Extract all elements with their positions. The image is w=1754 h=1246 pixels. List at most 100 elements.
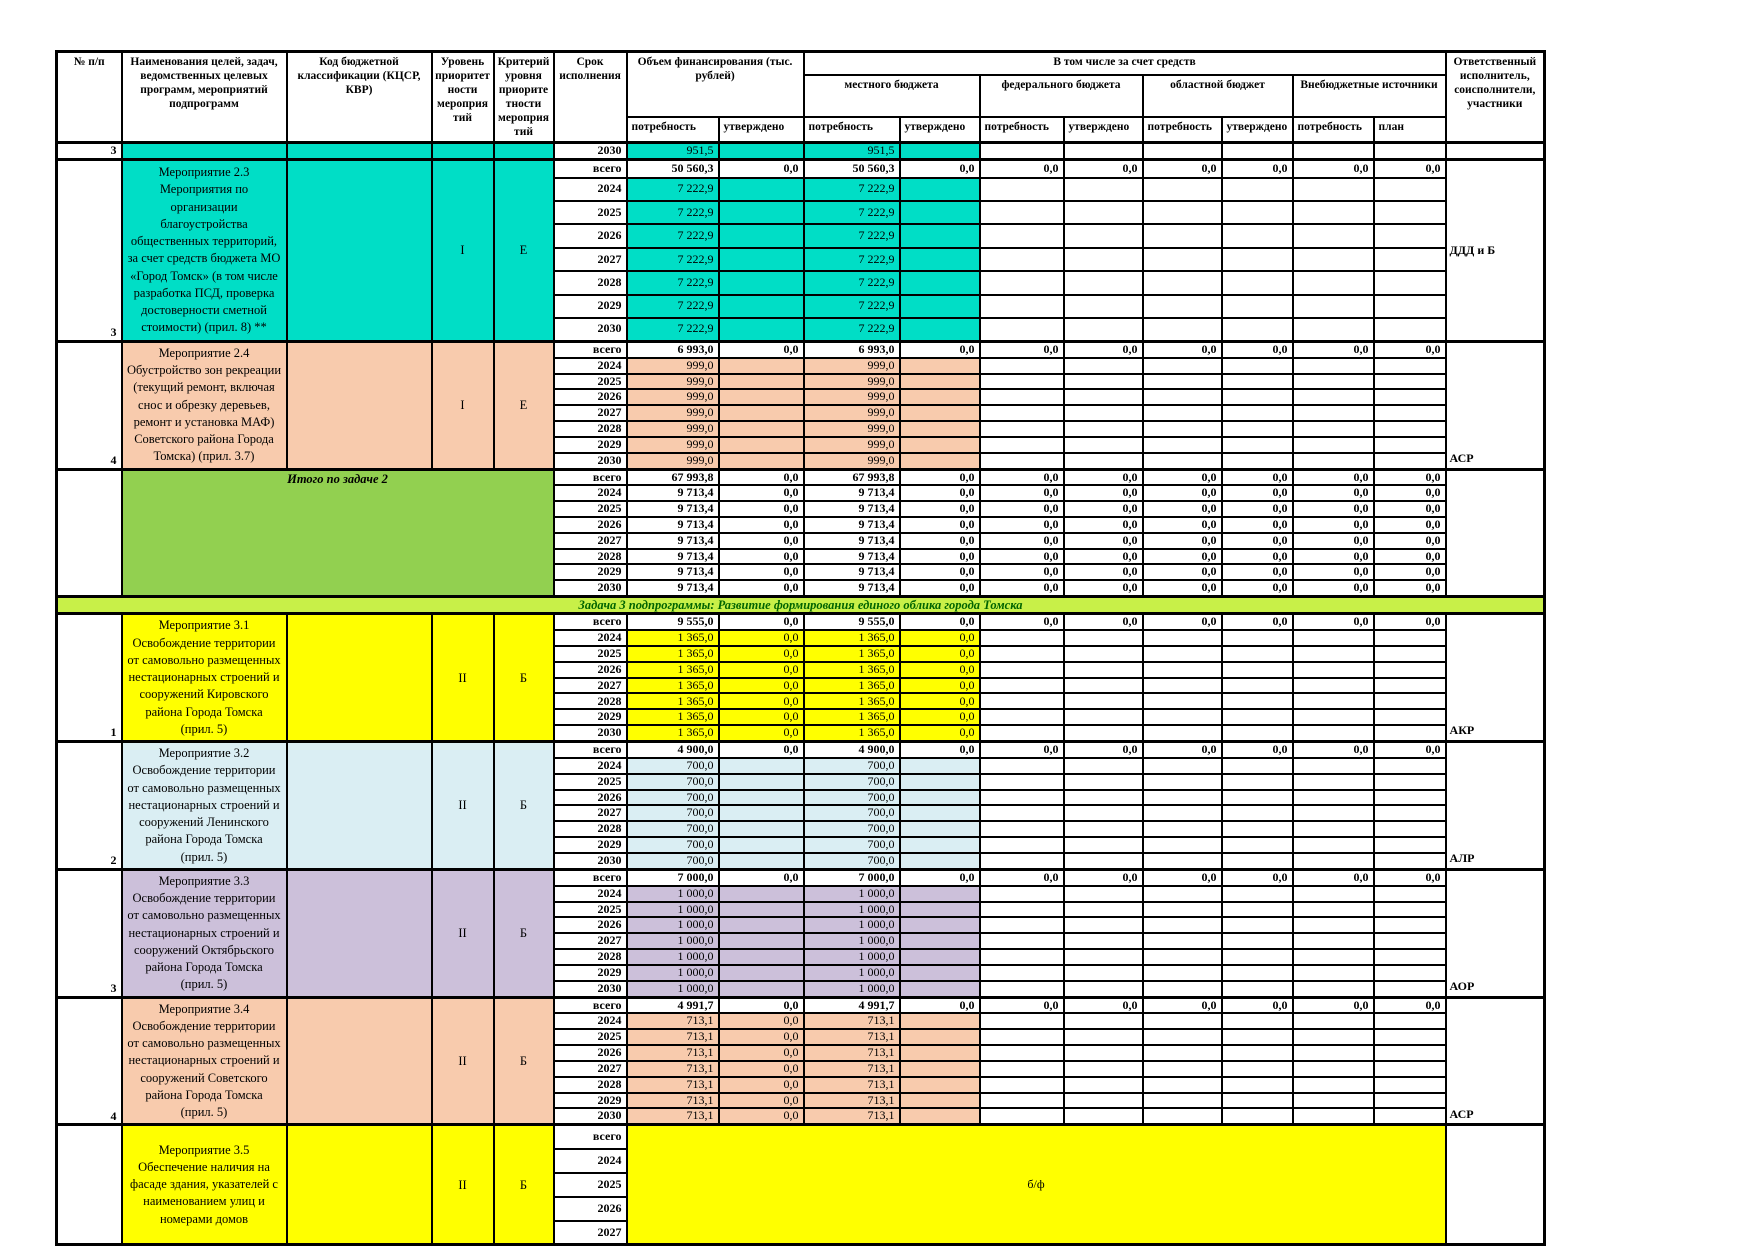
regional-need (1141, 1075, 1223, 1094)
extrabudget-need (1291, 404, 1375, 422)
regional-approved: 0,0 (1220, 740, 1294, 759)
volume-approved: 0,0 (717, 660, 805, 679)
federal-approved (1062, 1028, 1144, 1047)
regional-need (1141, 141, 1223, 161)
volume-need: 7 222,9 (625, 246, 720, 273)
subheader-volume-approved: утверждено (717, 115, 805, 144)
subheader-regional-approved: утверждено (1220, 115, 1294, 144)
term-label: 2024 (552, 756, 628, 775)
volume-need: 999,0 (625, 388, 720, 407)
header-responsible: Ответственный исполнитель, соисполнители… (1444, 50, 1546, 144)
federal-need (978, 176, 1065, 203)
term-label: 2030 (552, 1107, 628, 1126)
local-need: 67 993,8 (802, 467, 901, 487)
extrabudget-plan (1372, 979, 1447, 999)
local-need: 999,0 (802, 388, 901, 407)
subheader-federal-need: потребность (978, 115, 1065, 144)
local-need: 700,0 (802, 836, 901, 854)
regional-need (1141, 724, 1223, 743)
header-row-3: потребность утверждено потребность утвер… (57, 115, 1545, 144)
extrabudget-plan: 0,0 (1372, 500, 1447, 518)
extrabudget-plan: 0,0 (1372, 158, 1447, 179)
volume-approved (717, 947, 805, 966)
extrabudget-need (1291, 979, 1375, 999)
federal-approved (1062, 451, 1144, 471)
extrabudget-plan: 0,0 (1372, 867, 1447, 887)
volume-approved (717, 223, 805, 249)
federal-need (978, 246, 1065, 273)
extrabudget-plan: 0,0 (1372, 484, 1447, 503)
extrabudget-plan: 0,0 (1372, 579, 1447, 598)
extrabudget-plan (1372, 451, 1447, 471)
federal-need (978, 435, 1065, 454)
local-need: 6 993,0 (802, 339, 901, 359)
extrabudget-plan: 0,0 (1372, 467, 1447, 487)
measure-name: Мероприятие 3.3 Освобождение территории … (120, 867, 288, 999)
federal-approved (1062, 316, 1144, 343)
volume-need: 713,1 (625, 1107, 720, 1126)
regional-need: 0,0 (1141, 612, 1223, 632)
volume-need: 1 000,0 (625, 979, 720, 999)
federal-need (978, 629, 1065, 647)
federal-approved (1062, 388, 1144, 407)
volume-need: 1 365,0 (625, 629, 720, 647)
federal-need (978, 851, 1065, 871)
regional-approved (1220, 932, 1294, 950)
local-need: 1 365,0 (802, 692, 901, 711)
local-approved (898, 372, 981, 391)
extrabudget-need (1291, 676, 1375, 695)
federal-approved (1062, 724, 1144, 743)
regional-approved (1220, 851, 1294, 871)
subheader-regional-need: потребность (1141, 115, 1223, 144)
regional-need (1141, 1091, 1223, 1110)
federal-approved (1062, 645, 1144, 663)
local-need: 713,1 (802, 1091, 901, 1110)
regional-need (1141, 932, 1223, 950)
federal-need (978, 1107, 1065, 1126)
priority-level: I (430, 339, 495, 471)
local-approved: 0,0 (898, 515, 981, 534)
extrabudget-plan (1372, 836, 1447, 854)
term-label: 2028 (552, 547, 628, 566)
regional-need (1141, 884, 1223, 903)
extrabudget-need (1291, 692, 1375, 711)
term-label: всего (552, 467, 628, 487)
federal-need: 0,0 (978, 467, 1065, 487)
volume-approved: 0,0 (717, 1075, 805, 1094)
volume-need: 9 713,4 (625, 515, 720, 534)
local-need: 9 555,0 (802, 612, 901, 632)
term-label: всего (552, 995, 628, 1015)
extrabudget-need (1291, 1059, 1375, 1078)
regional-need (1141, 270, 1223, 296)
federal-need: 0,0 (978, 531, 1065, 550)
volume-approved (717, 293, 805, 319)
volume-need: 713,1 (625, 1075, 720, 1094)
responsible-cell: АОР (1444, 867, 1546, 999)
volume-need: 700,0 (625, 772, 720, 791)
regional-approved (1220, 270, 1294, 296)
regional-need (1141, 820, 1223, 839)
term-label: 2028 (552, 692, 628, 711)
volume-approved: 0,0 (717, 563, 805, 582)
regional-approved (1220, 451, 1294, 471)
priority-level: II (430, 612, 495, 743)
extrabudget-need (1291, 884, 1375, 903)
term-label: 2027 (552, 246, 628, 273)
extrabudget-plan (1372, 676, 1447, 695)
federal-approved (1062, 223, 1144, 249)
federal-need (978, 932, 1065, 950)
extrabudget-need (1291, 419, 1375, 438)
volume-need: 7 222,9 (625, 316, 720, 343)
term-label: 2028 (552, 419, 628, 438)
volume-approved: 0,0 (717, 1091, 805, 1110)
federal-need (978, 141, 1065, 161)
regional-need (1141, 419, 1223, 438)
row-number: 4 (55, 339, 123, 471)
